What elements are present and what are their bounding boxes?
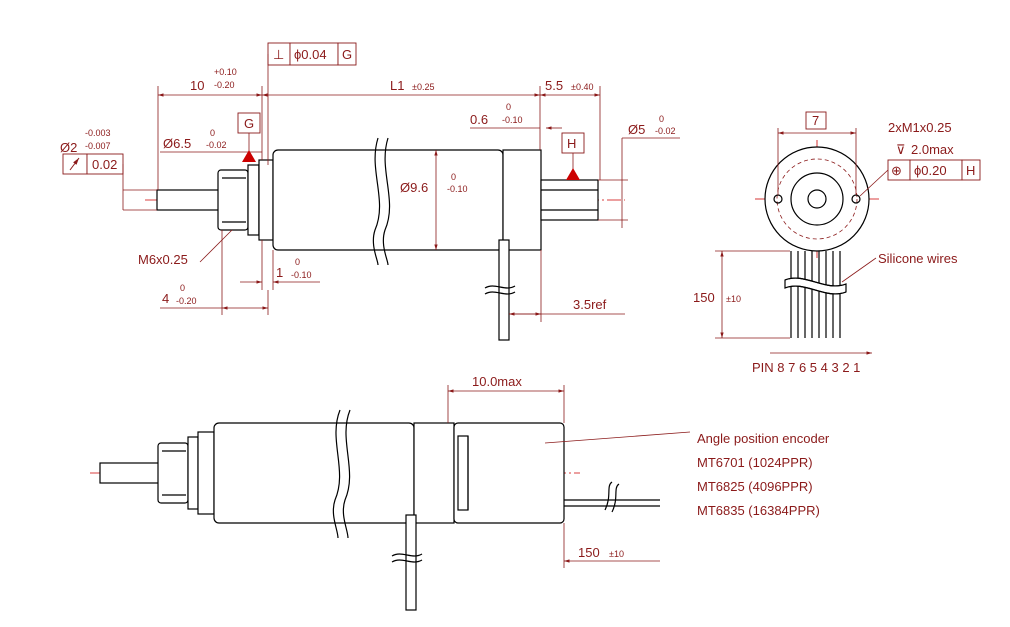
dim-l1-tol: ±0.25 (412, 82, 434, 92)
break-line (382, 137, 391, 266)
right-shaft (540, 179, 599, 221)
dim-4: 4 (162, 291, 169, 306)
pos-datum: H (966, 163, 975, 178)
bottom-wire-break (391, 553, 423, 563)
bottom-flange-plate (197, 431, 215, 515)
position-icon: ⊕ (891, 163, 902, 178)
dim-phi9-6-tol-up: 0 (451, 172, 456, 182)
dim-phi6-5: Ø6.5 (163, 136, 191, 151)
pos-value: ϕ0.20 (914, 163, 947, 178)
dim-phi9-6-tol-dn: -0.10 (447, 184, 468, 194)
threaded-nut (217, 169, 249, 231)
datum-h-triangle-icon (566, 168, 580, 180)
dim-10: 10 (190, 78, 204, 93)
dim-0-6-tol-up: 0 (506, 102, 511, 112)
encoder-housing (453, 422, 565, 524)
holes-label: 2xM1x0.25 (888, 120, 952, 135)
flange-plate (258, 159, 274, 241)
box7 (805, 111, 827, 130)
encoder-mt6701: MT6701 (1024PPR) (697, 455, 813, 470)
dim-phi2-tol-dn: -0.007 (85, 141, 111, 151)
datum-g-triangle-icon (242, 150, 256, 162)
bottom-rear-cap (413, 422, 455, 524)
end-view: 7 2xM1x0.25 ⊽ 2.0max ⊕ ϕ0.20 H Silicone … (693, 111, 981, 375)
dim-150-tol: ±10 (726, 294, 741, 304)
datum-g: G (244, 116, 254, 131)
dim-5-5-tol: ±0.40 (571, 82, 593, 92)
dim-phi5-tol-up: 0 (659, 114, 664, 124)
encoder-window (457, 435, 469, 511)
motor-body (272, 149, 504, 251)
dim-phi6-5-tol-up: 0 (210, 128, 215, 138)
encoder-mt6825: MT6825 (4096PPR) (697, 479, 813, 494)
dim-1-tol-dn: -0.10 (291, 270, 312, 280)
dim-150: 150 (693, 290, 715, 305)
dim-l1: L1 (390, 78, 404, 93)
end-bolt-circle (776, 158, 858, 240)
dim-150b: 150 (578, 545, 600, 560)
dim-10max: 10.0max (472, 374, 522, 389)
encoder-leader (544, 431, 691, 444)
perp-value: ϕ0.04 (294, 47, 327, 62)
dim-phi2: Ø2 (60, 140, 77, 155)
dim-phi5-tol-dn: -0.02 (655, 126, 676, 136)
dim-phi9-6: Ø9.6 (400, 180, 428, 195)
dim-1-tol-up: 0 (295, 257, 300, 267)
dim-10-tol-dn: -0.20 (214, 80, 235, 90)
depth-label: 2.0max (911, 142, 954, 157)
rear-cap (502, 149, 542, 251)
flange (247, 164, 260, 236)
dim-0-6: 0.6 (470, 112, 488, 127)
left-shaft (156, 189, 223, 211)
datum-h: H (567, 136, 576, 151)
dim-3-5: 3.5ref (573, 297, 607, 312)
bottom-break-line-2 (332, 409, 341, 539)
end-shaft-circle (807, 189, 827, 209)
dim-1: 1 (276, 265, 283, 280)
perp-box-ref (337, 42, 357, 66)
dim-150b-tol: ±10 (609, 549, 624, 559)
pos-box-ref (961, 159, 981, 181)
dim-phi2-tol-up: -0.003 (85, 128, 111, 138)
bottom-flange (187, 436, 199, 510)
wire (498, 239, 510, 341)
bottom-side-view: 10.0max Angle position encoder MT6701 (1… (90, 374, 830, 611)
bottom-wire (405, 514, 417, 611)
dim-phi5: Ø5 (628, 122, 645, 137)
perp-datum: G (342, 47, 352, 62)
encoder-title: Angle position encoder (697, 431, 830, 446)
runout-value: 0.02 (92, 157, 117, 172)
dim-4-tol-dn: -0.20 (176, 296, 197, 306)
wire-break (484, 285, 516, 295)
runout-arrow-icon (69, 157, 80, 171)
pin-label: PIN 8 7 6 5 4 3 2 1 (752, 360, 860, 375)
bottom-break-line (342, 409, 351, 539)
bottom-left-shaft (99, 462, 161, 484)
top-side-view: 10 +0.10 -0.20 ⊥ ϕ0.04 G L1 ±0.25 5.5 ±0… (60, 42, 680, 341)
bottom-motor-body (213, 422, 415, 524)
silicone-label: Silicone wires (878, 251, 958, 266)
encoder-cable-break (604, 481, 620, 513)
silicone-wires (784, 251, 847, 338)
dim-10-tol-up: +0.10 (214, 67, 237, 77)
perp-symbol: ⊥ (273, 47, 284, 62)
encoder-mt6835: MT6835 (16384PPR) (697, 503, 820, 518)
bottom-nut (157, 442, 189, 504)
dim-box7: 7 (812, 113, 819, 128)
depth-symbol-icon: ⊽ (896, 142, 906, 157)
dim-5-5: 5.5 (545, 78, 563, 93)
dim-phi6-5-tol-dn: -0.02 (206, 140, 227, 150)
dim-4-tol-up: 0 (180, 283, 185, 293)
m6-leader (199, 229, 233, 263)
dim-0-6-tol-dn: -0.10 (502, 115, 523, 125)
label-m6: M6x0.25 (138, 252, 188, 267)
